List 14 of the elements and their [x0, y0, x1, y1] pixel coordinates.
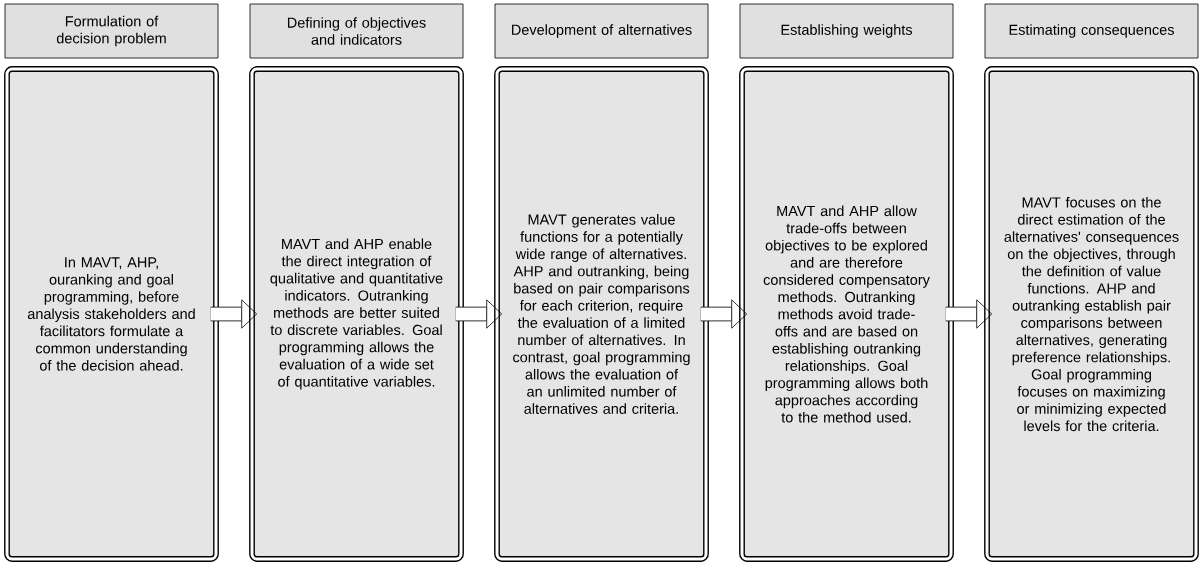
step-box: MAVT generates value functions for a potentially wide range of alternatives. AHP and outranking, being based on pair comparisons for each criterion, require the evaluation of a limited number of alternatives. In contrast, goal programming allows the evaluation of an unlimited number of alternatives and criteria.	[494, 66, 709, 562]
step-box: MAVT and AHP allow trade-offs between objectives to be explored and are therefore considered compensatory methods. Outranking methods avoid trade-offs and are based on establishing outranking relationships. Goal programming allows both approaches according to the method used.	[739, 66, 954, 562]
step-box: MAVT and AHP enable the direct integration of qualitative and quantitative indicators. Outranking methods are better suited to discrete variables. Goal programming allows the evaluation of a wide set of quantitative variables.	[249, 66, 464, 562]
block-arrow	[945, 299, 993, 329]
step-header: Defining of objectives and indicators	[249, 3, 464, 59]
block-arrow	[455, 299, 503, 329]
step-header: Development of alternatives	[494, 3, 709, 59]
step-header: Estimating consequences	[984, 3, 1199, 59]
step-header: Establishing weights	[739, 3, 954, 59]
block-arrow	[210, 299, 258, 329]
block-arrow	[700, 299, 748, 329]
step-box: MAVT focuses on the direct estimation of the alternatives' consequences on the objectives, through the definition of value functions. AHP and outranking establish pair comparisons between alternatives, generating preference relationships. Goal programming focuses on maximizing or minimizing expected levels for the criteria.	[984, 66, 1199, 562]
step-box: In MAVT, AHP, ouranking and goal programming, before analysis stakeholders and facilitators formulate a common understanding of the decision ahead.	[4, 66, 219, 562]
step-header: Formulation of decision problem	[4, 3, 219, 59]
